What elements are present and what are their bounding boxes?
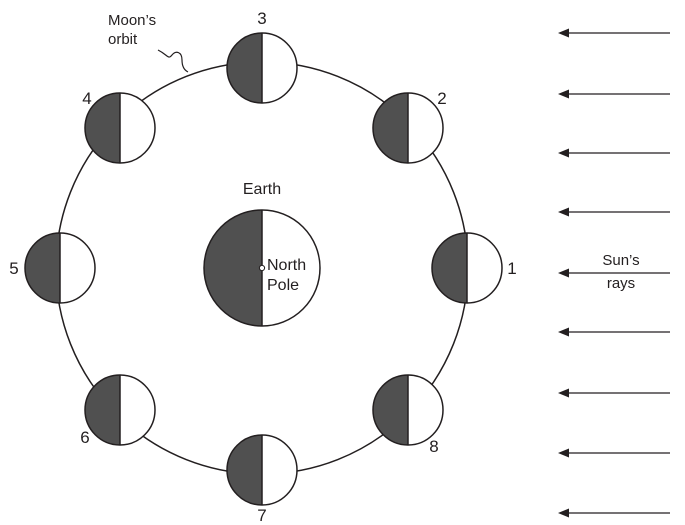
moon-dark-half bbox=[373, 375, 408, 445]
moon-7 bbox=[227, 435, 297, 505]
moon-2 bbox=[373, 93, 443, 163]
moon-number-5: 5 bbox=[9, 259, 18, 278]
sun-rays-label-line2: rays bbox=[607, 275, 635, 292]
moon-5 bbox=[25, 233, 95, 303]
moon-dark-half bbox=[227, 435, 262, 505]
moon-number-8: 8 bbox=[429, 437, 438, 456]
sun-ray-arrow bbox=[558, 149, 670, 158]
moon-6 bbox=[85, 375, 155, 445]
north-pole-label-line2: Pole bbox=[267, 277, 299, 294]
moon-dark-half bbox=[432, 233, 467, 303]
sun-ray-arrow bbox=[558, 449, 670, 458]
moon-lit-half bbox=[467, 233, 502, 303]
moon-lit-half bbox=[408, 375, 443, 445]
moon-lit-half bbox=[120, 375, 155, 445]
moon-orbit-label-line2: orbit bbox=[108, 31, 138, 48]
moon-dark-half bbox=[85, 375, 120, 445]
moon-number-2: 2 bbox=[437, 89, 446, 108]
moon-number-6: 6 bbox=[80, 428, 89, 447]
sun-ray-arrow bbox=[558, 389, 670, 398]
moon-lit-half bbox=[120, 93, 155, 163]
orbit-leader-line bbox=[158, 50, 188, 72]
moon-dark-half bbox=[373, 93, 408, 163]
moon-dark-half bbox=[25, 233, 60, 303]
moon-lit-half bbox=[262, 33, 297, 103]
north-pole-label-line1: North bbox=[267, 257, 306, 274]
sun-ray-arrow bbox=[558, 90, 670, 99]
moon-3 bbox=[227, 33, 297, 103]
sun-ray-arrow bbox=[558, 208, 670, 217]
north-pole-marker bbox=[259, 265, 264, 270]
sun-ray-arrow bbox=[558, 29, 670, 38]
moon-4 bbox=[85, 93, 155, 163]
earth-label: Earth bbox=[243, 181, 281, 198]
sun-rays bbox=[558, 29, 670, 518]
earth-dark-half bbox=[204, 210, 262, 326]
moon-number-1: 1 bbox=[507, 259, 516, 278]
moon-dark-half bbox=[227, 33, 262, 103]
sun-ray-arrow bbox=[558, 328, 670, 337]
moon-8 bbox=[373, 375, 443, 445]
moon-number-3: 3 bbox=[257, 9, 266, 28]
moon-lit-half bbox=[60, 233, 95, 303]
sun-ray-arrow bbox=[558, 509, 670, 518]
moon-orbit-label-line1: Moon’s bbox=[108, 12, 156, 29]
moon-lit-half bbox=[262, 435, 297, 505]
moon-number-4: 4 bbox=[82, 89, 91, 108]
sun-rays-label-line1: Sun’s bbox=[602, 252, 639, 269]
moon-1 bbox=[432, 233, 502, 303]
moon-number-7: 7 bbox=[257, 506, 266, 525]
